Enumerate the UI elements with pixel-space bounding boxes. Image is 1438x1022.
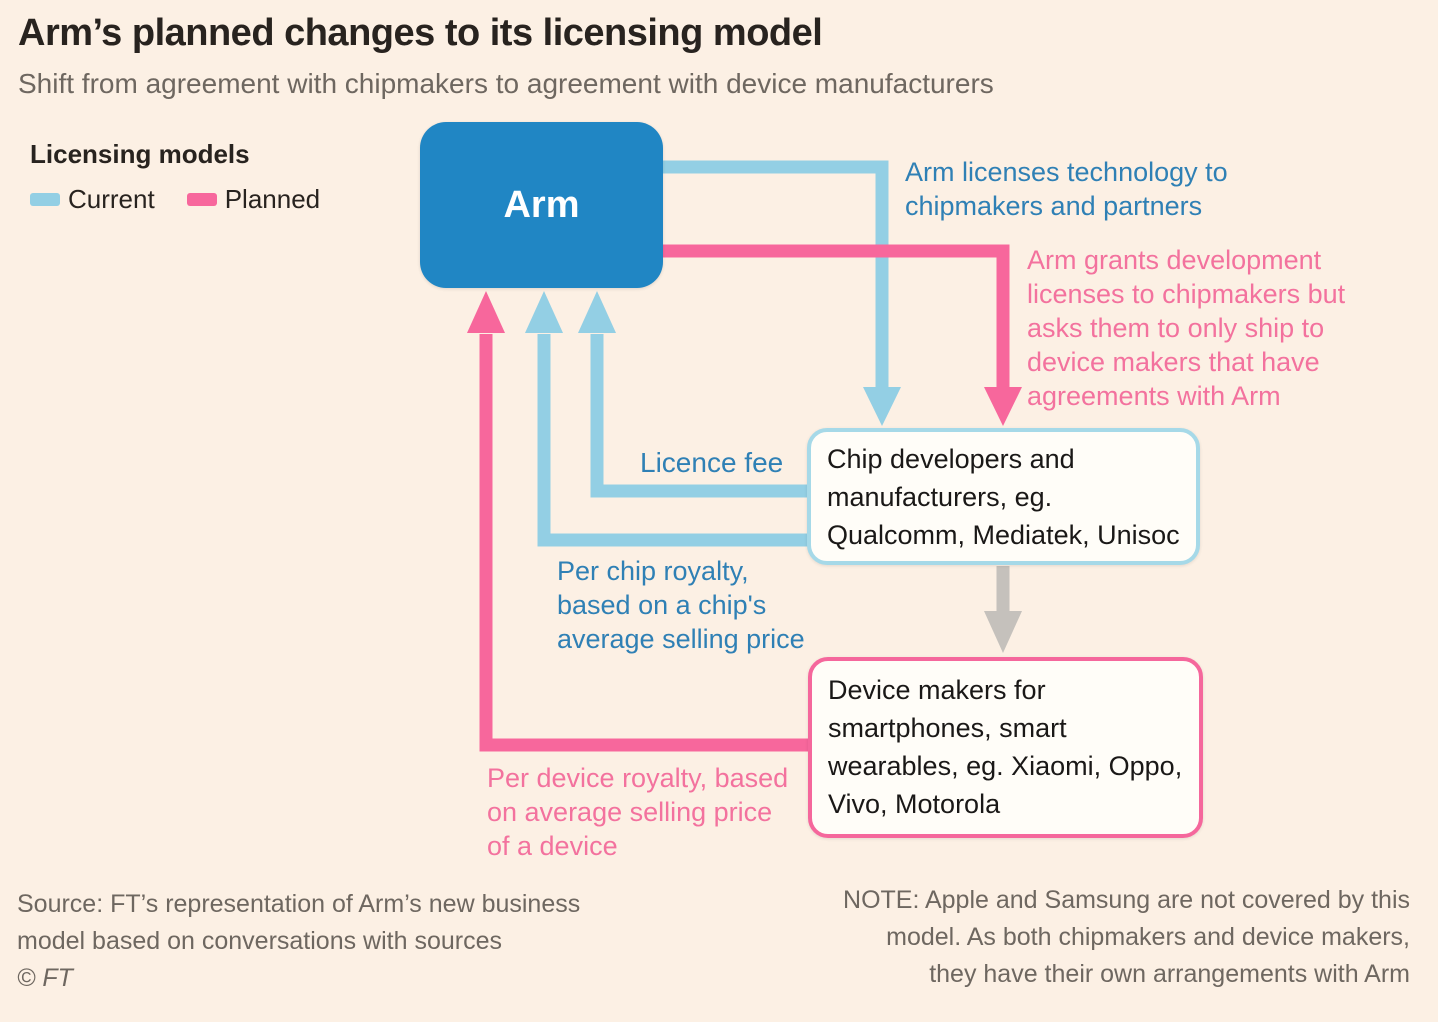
annotation-arm-grants: Arm grants development licenses to chipm… — [1027, 245, 1346, 411]
legend-label-planned: Planned — [224, 184, 321, 214]
arrow-chip-to-device — [984, 566, 1022, 653]
device-makers-node: Device makers for smartphones, smart wea… — [808, 657, 1203, 838]
legend-label-current: Current — [68, 184, 155, 214]
chipmakers-node: Chip developers and manufacturers, eg. Q… — [807, 428, 1200, 565]
annotation-arm-licenses: Arm licenses technology to chipmakers an… — [905, 157, 1228, 221]
legend: Licensing models Current Planned — [30, 139, 320, 215]
annotation-licence-fee: Licence fee — [640, 447, 784, 478]
legend-swatch-current — [30, 193, 60, 206]
legend-items: Current Planned — [30, 184, 320, 215]
arrow-per-device-royalty — [467, 291, 812, 752]
arm-node-label: Arm — [503, 183, 580, 226]
arm-node: Arm — [420, 122, 663, 288]
page-subtitle: Shift from agreement with chipmakers to … — [18, 68, 994, 99]
annotation-per-device-royalty: Per device royalty, based on average sel… — [487, 763, 789, 861]
legend-heading: Licensing models — [30, 139, 250, 169]
copyright-text: © FT — [17, 964, 73, 992]
note-text: NOTE: Apple and Samsung are not covered … — [843, 886, 1410, 988]
arrow-current-license — [658, 160, 901, 426]
arrow-per-chip-royalty — [525, 291, 810, 547]
source-block: Source: FT’s representation of Arm’s new… — [17, 886, 580, 997]
annotation-per-chip-royalty: Per chip royalty, based on a chip's aver… — [557, 556, 805, 654]
arrow-planned-license — [658, 244, 1022, 426]
legend-swatch-planned — [186, 193, 217, 206]
page-title: Arm’s planned changes to its licensing m… — [18, 12, 823, 54]
source-text: Source: FT’s representation of Arm’s new… — [17, 890, 581, 955]
arrow-licence-fee — [578, 291, 810, 498]
